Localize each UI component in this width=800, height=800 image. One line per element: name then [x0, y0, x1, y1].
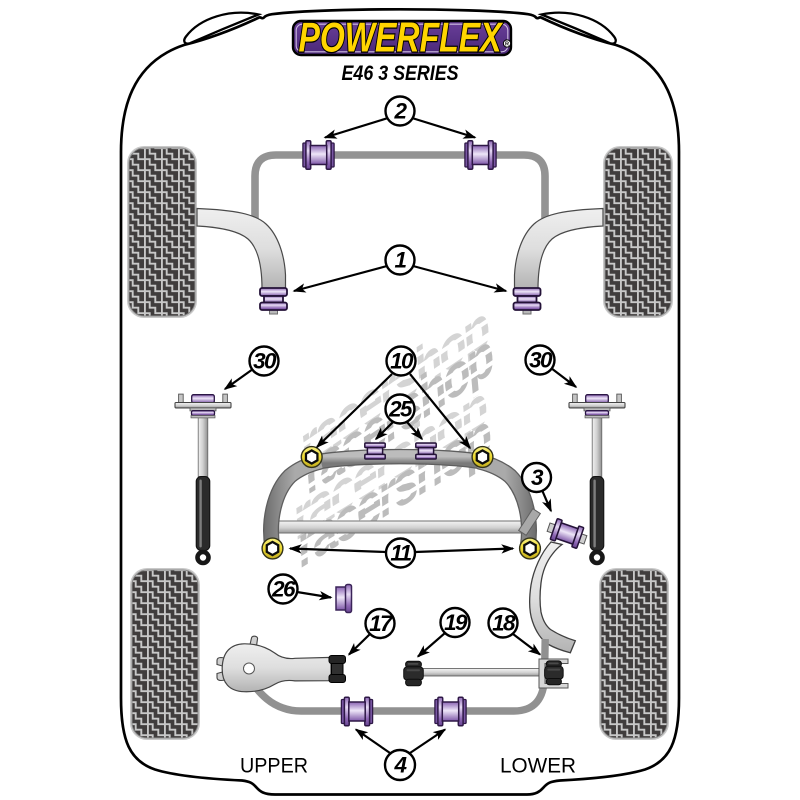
svg-text:1: 1 [395, 248, 407, 273]
svg-text:4: 4 [394, 753, 408, 778]
svg-text:POWERFLEX: POWERFLEX [299, 14, 504, 61]
svg-text:30: 30 [253, 349, 277, 374]
svg-text:17: 17 [369, 611, 394, 636]
svg-text:10: 10 [390, 349, 414, 374]
svg-text:26: 26 [271, 577, 296, 602]
svg-text:E46 3 SERIES: E46 3 SERIES [342, 61, 460, 85]
svg-text:11: 11 [390, 541, 411, 566]
svg-text:19: 19 [444, 610, 468, 635]
svg-text:30: 30 [529, 348, 553, 373]
svg-text:25: 25 [388, 397, 413, 422]
svg-text:18: 18 [492, 611, 516, 636]
svg-text:UPPER: UPPER [240, 755, 308, 778]
svg-text:2: 2 [394, 99, 408, 124]
svg-text:R: R [505, 42, 509, 48]
svg-text:LOWER: LOWER [500, 755, 576, 778]
